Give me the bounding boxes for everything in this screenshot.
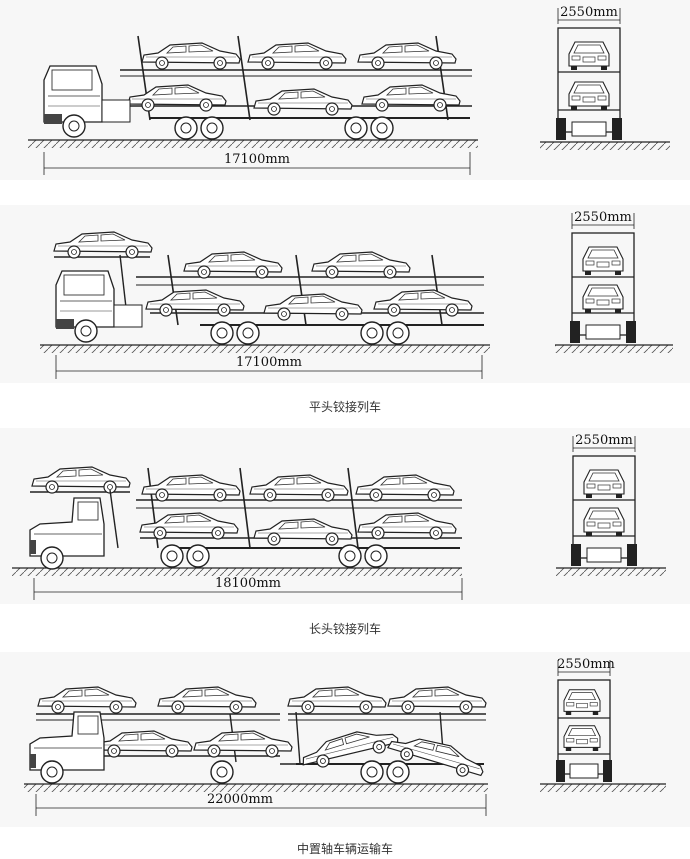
- width-dimension-1: 2550mm: [560, 5, 618, 20]
- caption-center-axle-car-carrier: 中置轴车辆运输车: [296, 842, 393, 856]
- length-dimension-2: 17100mm: [236, 355, 302, 370]
- length-dimension-1: 17100mm: [224, 152, 290, 167]
- length-dimension-3: 18100mm: [215, 576, 281, 591]
- caption-long-head-articulated: 长头铰接列车: [308, 622, 381, 636]
- diagram-panel-3: 18100mm 2550mm: [0, 428, 690, 604]
- width-dimension-4: 2550mm: [557, 657, 615, 672]
- diagram-panel-1: 17100mm 2550mm: [0, 0, 690, 180]
- car-carrier-diagram-2: 17100mm 2550mm: [40, 210, 673, 379]
- car-carrier-diagram-1: 17100mm 2550mm: [28, 5, 670, 175]
- diagram-panel-2: 17100mm 2550mm: [0, 205, 690, 383]
- length-dimension-4: 22000mm: [207, 792, 273, 807]
- caption-flat-head-articulated: 平头铰接列车: [308, 400, 381, 414]
- width-dimension-3: 2550mm: [575, 433, 633, 448]
- car-carrier-diagram-4: 22000mm 2550mm: [24, 657, 666, 816]
- width-dimension-2: 2550mm: [574, 210, 632, 225]
- car-carrier-diagram-3: 18100mm 2550mm: [12, 433, 666, 600]
- diagram-panel-4: 22000mm 2550mm: [0, 652, 690, 827]
